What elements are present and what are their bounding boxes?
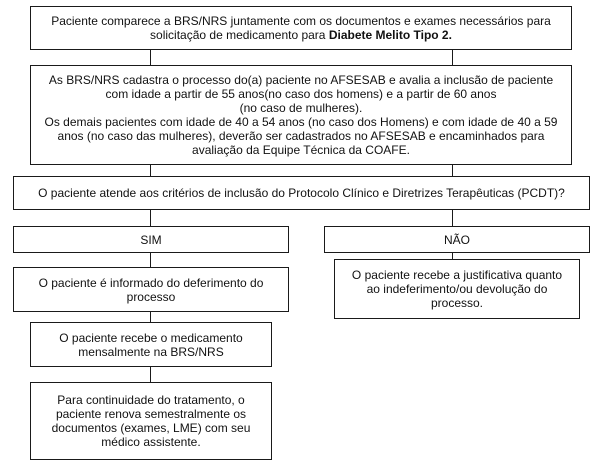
connector-yes-step1: [150, 252, 151, 268]
step3-line: médico assistente.: [101, 435, 201, 449]
box2-line: avaliação da Equipe Técnica da COAFE.: [192, 143, 410, 157]
connector-1-2b: [452, 49, 453, 66]
no-label: NÃO: [443, 232, 470, 247]
box2-line: com idade a partir de 55 anos(no caso do…: [105, 87, 497, 101]
connector-3-yes: [150, 209, 151, 227]
flow-box-no: NÃO: [324, 226, 590, 253]
connector-1-2: [150, 49, 151, 66]
flow-box-deferred: O paciente é informado do deferimento do…: [13, 267, 289, 312]
box1-line2-prefix: solicitação de medicamento para: [150, 28, 329, 42]
flow-box-yes: SIM: [13, 226, 289, 253]
flow-box-rejected: O paciente recebe a justificativa quanto…: [334, 259, 580, 319]
step2-line: mensalmente na BRS/NRS: [78, 344, 224, 359]
connector-2-3: [150, 164, 151, 177]
box2-line: anos (no caso das mulheres), deverão ser…: [57, 129, 545, 143]
flow-box-renewal: Para continuidade do tratamento, o pacie…: [30, 382, 272, 460]
flow-box-arrival: Paciente comparece a BRS/NRS juntamente …: [30, 6, 572, 50]
decision-question: O paciente atende aos critérios de inclu…: [38, 186, 565, 200]
yes-label: SIM: [140, 232, 162, 247]
step3-line: Para continuidade do tratamento, o: [57, 393, 245, 407]
connector-step2-step3: [150, 366, 151, 383]
step2-line: O paciente recebe o medicamento: [59, 330, 243, 345]
box2-line: (no caso de mulheres).: [239, 101, 363, 115]
no-step-line: O paciente recebe a justificativa quanto: [351, 268, 563, 282]
step1-line: O paciente é informado do deferimento do: [38, 275, 264, 290]
connector-no-step: [452, 252, 453, 260]
step1-line: processo: [126, 289, 176, 304]
box2-line: Os demais pacientes com idade de 40 a 54…: [44, 115, 558, 129]
connector-2-3b: [452, 164, 453, 177]
flow-box-registration: As BRS/NRS cadastra o processo do(a) pac…: [30, 65, 572, 165]
box1-line2-bold: Diabete Melito Tipo 2.: [328, 28, 452, 42]
no-step-line: processo.: [430, 296, 484, 310]
connector-step1-step2: [150, 311, 151, 323]
flow-box-decision: O paciente atende aos critérios de inclu…: [13, 176, 590, 210]
step3-line: documentos (exames, LME) com seu: [51, 421, 251, 435]
connector-3-no: [452, 209, 453, 227]
no-step-line: ao indeferimento/ou devolução do: [366, 282, 548, 296]
box1-line1: Paciente comparece a BRS/NRS juntamente …: [51, 14, 551, 28]
step3-line: paciente renova semestralmente os: [55, 407, 247, 421]
box1-line2: solicitação de medicamento para Diabete …: [150, 28, 452, 42]
box2-line: As BRS/NRS cadastra o processo do(a) pac…: [48, 73, 554, 87]
flow-box-receive-medication: O paciente recebe o medicamento mensalme…: [30, 322, 272, 367]
